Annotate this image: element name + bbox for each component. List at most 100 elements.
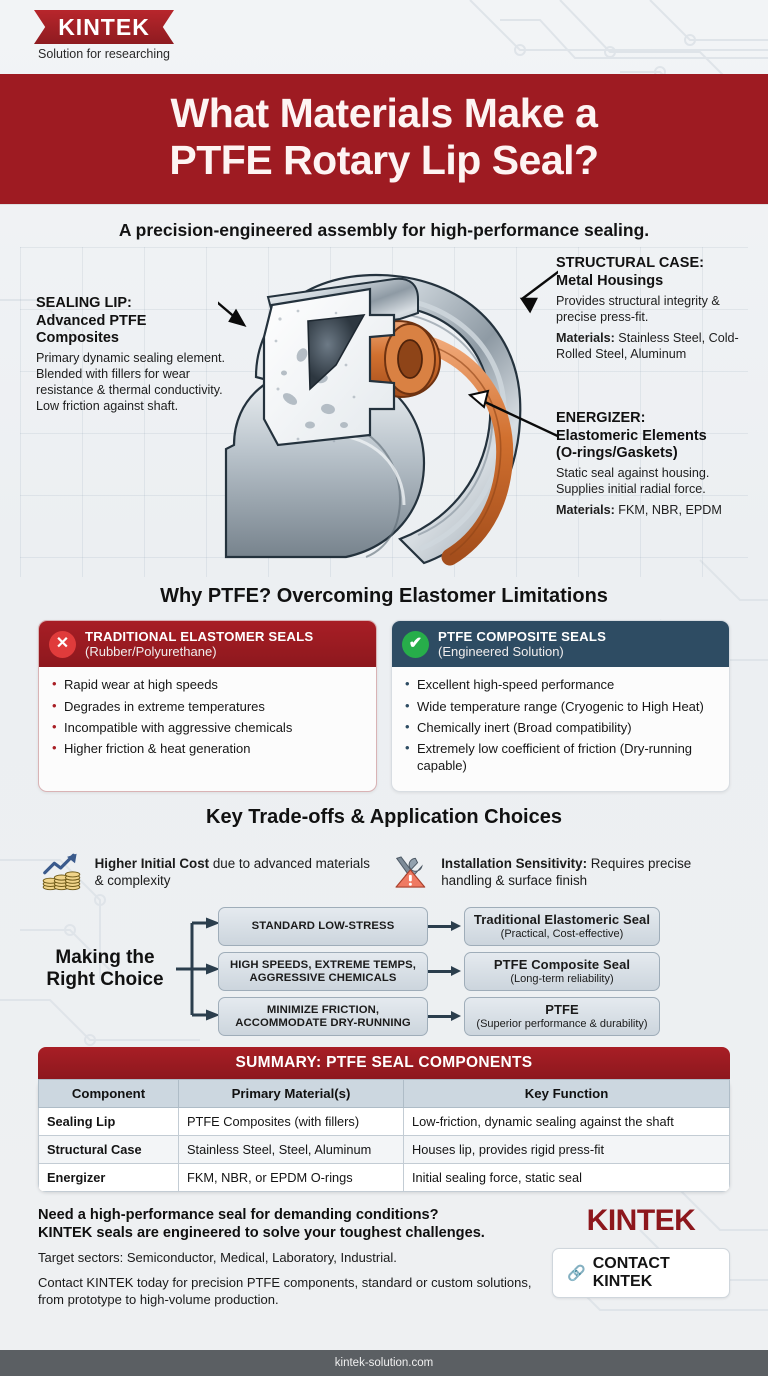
- flow-condition-line2: ACCOMMODATE DRY-RUNNING: [235, 1016, 411, 1029]
- callout-body: Provides structural integrity & precise …: [556, 294, 720, 325]
- cta-headline: Need a high-performance seal for demandi…: [38, 1206, 538, 1243]
- cell-material: PTFE Composites (with fillers): [178, 1106, 404, 1136]
- contact-button-label: CONTACT KINTEK: [592, 1254, 670, 1290]
- flow-result-title: PTFE: [545, 1001, 579, 1017]
- callout-body: Static seal against housing. Supplies in…: [556, 466, 710, 497]
- list-item: Higher friction & heat generation: [51, 739, 364, 757]
- flow-result-sub: (Long-term reliability): [510, 972, 614, 985]
- callout-title-line3: Composites: [36, 330, 119, 347]
- compare-heading: Why PTFE? Overcoming Elastomer Limitatio…: [160, 585, 608, 608]
- cta-target-sectors: Target sectors: Semiconductor, Medical, …: [38, 1250, 397, 1266]
- callout-title-line2: Metal Housings: [556, 272, 664, 289]
- header-bar: KINTEK Solution for researching: [0, 0, 768, 74]
- flow-result-box[interactable]: PTFE (Superior performance & durability): [464, 997, 660, 1037]
- flow-row: MINIMIZE FRICTION, ACCOMMODATE DRY-RUNNI…: [218, 997, 660, 1037]
- brand-logo[interactable]: KINTEK Solution for researching: [34, 10, 184, 61]
- arrow-right-icon: [428, 1010, 464, 1023]
- flow-condition-line1: MINIMIZE FRICTION,: [266, 1003, 380, 1016]
- page-subtitle: A precision-engineered assembly for high…: [118, 220, 650, 241]
- list-item: Degrades in extreme temperatures: [51, 697, 364, 715]
- tradeoffs-row: Higher Initial Cost due to advanced mate…: [0, 841, 768, 901]
- flow-condition-box[interactable]: MINIMIZE FRICTION, ACCOMMODATE DRY-RUNNI…: [218, 997, 428, 1037]
- card-header: ✔ PTFE COMPOSITE SEALS (Engineered Solut…: [392, 621, 729, 668]
- page-title: What Materials Make a PTFE Rotary Lip Se…: [0, 90, 768, 184]
- flow-condition-line2: AGGRESSIVE CHEMICALS: [249, 971, 397, 984]
- comparison-cards: ✕ TRADITIONAL ELASTOMER SEALS (Rubber/Po…: [0, 620, 768, 792]
- callout-energizer: ENERGIZER: Elastomeric Elements (O-rings…: [556, 410, 761, 519]
- flow-row: STANDARD LOW-STRESS Traditional Elastome…: [218, 907, 660, 947]
- card-traditional-elastomer-seals: ✕ TRADITIONAL ELASTOMER SEALS (Rubber/Po…: [38, 620, 377, 792]
- callout-title-line1: STRUCTURAL CASE:: [556, 255, 704, 272]
- cell-material: Stainless Steel, Steel, Aluminum: [178, 1134, 404, 1164]
- flow-condition-line1: STANDARD LOW-STRESS: [251, 920, 395, 933]
- title-line-1: What Materials Make a: [170, 90, 599, 136]
- list-item: Chemically inert (Broad compatibility): [404, 718, 717, 736]
- tradeoff-rest: Requires precise handling & surface fini…: [441, 855, 692, 888]
- cta-headline-line2: KINTEK seals are engineered to solve you…: [38, 1225, 485, 1242]
- footer-url: kintek-solution.com: [334, 1357, 434, 1369]
- list-item: Incompatible with aggressive chemicals: [51, 718, 364, 736]
- cta-brand-block: KINTEK 🔗 CONTACT KINTEK: [552, 1205, 730, 1309]
- callout-sealing-lip: SEALING LIP: Advanced PTFE Composites Pr…: [36, 295, 241, 415]
- callout-title-line1: SEALING LIP:: [36, 295, 132, 312]
- list-item: Excellent high-speed performance: [404, 675, 717, 693]
- arrow-right-icon: [428, 920, 464, 933]
- flow-label-line1: Making the: [55, 946, 155, 968]
- table-row: Energizer FKM, NBR, or EPDM O-rings Init…: [38, 1162, 730, 1192]
- callout-title-line2: Elastomeric Elements: [556, 427, 707, 444]
- logo-text: KINTEK: [58, 13, 150, 40]
- cross-icon: ✕: [49, 630, 76, 658]
- coins-growth-icon: [42, 853, 81, 890]
- flow-result-sub: (Practical, Cost-effective): [500, 927, 624, 940]
- summary-table-caption: SUMMARY: PTFE SEAL COMPONENTS: [38, 1046, 730, 1079]
- summary-table: SUMMARY: PTFE SEAL COMPONENTS Component …: [38, 1046, 730, 1192]
- cell-component: Energizer: [38, 1162, 179, 1192]
- tradeoff-rest: due to advanced materials & complexity: [94, 855, 370, 888]
- card-title: PTFE COMPOSITE SEALS: [438, 629, 607, 645]
- cell-material: FKM, NBR, or EPDM O-rings: [178, 1162, 404, 1192]
- flow-condition-box[interactable]: STANDARD LOW-STRESS: [218, 907, 428, 947]
- cell-function: Initial sealing force, static seal: [403, 1162, 730, 1192]
- logo-tagline: Solution for researching: [37, 47, 171, 61]
- tradeoff-installation: Installation Sensitivity: Requires preci…: [391, 847, 728, 897]
- card-bullet-list: Excellent high-speed performance Wide te…: [392, 667, 729, 790]
- cell-component: Structural Case: [38, 1134, 179, 1164]
- check-icon: ✔: [402, 630, 429, 658]
- callout-structural-case: STRUCTURAL CASE: Metal Housings Provides…: [556, 255, 761, 363]
- list-item: Wide temperature range (Cryogenic to Hig…: [404, 697, 717, 715]
- callout-title: SEALING LIP: Advanced PTFE Composites: [36, 295, 241, 347]
- list-item: Extremely low coefficient of friction (D…: [404, 739, 717, 775]
- contact-kintek-button[interactable]: 🔗 CONTACT KINTEK: [552, 1247, 730, 1298]
- rotary-lip-seal-cutaway-illustration: [218, 270, 558, 566]
- callout-materials: Materials: FKM, NBR, EPDM: [556, 503, 761, 519]
- card-title: TRADITIONAL ELASTOMER SEALS: [85, 629, 314, 645]
- tradeoff-text: Installation Sensitivity: Requires preci…: [441, 855, 728, 889]
- materials-label: Materials:: [556, 331, 615, 346]
- cta-text-block: Need a high-performance seal for demandi…: [38, 1206, 538, 1309]
- title-line-2: PTFE Rotary Lip Seal?: [169, 137, 599, 184]
- card-header: ✕ TRADITIONAL ELASTOMER SEALS (Rubber/Po…: [39, 621, 376, 668]
- flow-condition-line1: HIGH SPEEDS, EXTREME TEMPS,: [230, 958, 416, 971]
- flow-result-box[interactable]: PTFE Composite Seal (Long-term reliabili…: [464, 952, 660, 992]
- cell-component: Sealing Lip: [38, 1106, 179, 1136]
- flow-branch-connector: [176, 917, 220, 1021]
- table-row: Sealing Lip PTFE Composites (with filler…: [38, 1106, 730, 1136]
- wrench-warning-icon: [395, 856, 426, 888]
- summary-table-head: Component Primary Material(s) Key Functi…: [38, 1078, 730, 1108]
- cell-function: Houses lip, provides rigid press-fit: [403, 1134, 730, 1164]
- flow-result-box[interactable]: Traditional Elastomeric Seal (Practical,…: [464, 907, 660, 947]
- flow-result-sub: (Superior performance & durability): [476, 1017, 648, 1030]
- column-header-function: Key Function: [403, 1078, 730, 1108]
- flow-condition-box[interactable]: HIGH SPEEDS, EXTREME TEMPS, AGGRESSIVE C…: [218, 952, 428, 992]
- flow-root-label: Making the Right Choice: [40, 947, 170, 991]
- callout-title-line1: ENERGIZER:: [556, 410, 646, 427]
- tradeoff-bold: Higher Initial Cost: [94, 855, 210, 871]
- callout-title-line2: Advanced PTFE: [36, 312, 147, 329]
- flow-result-title: PTFE Composite Seal: [493, 956, 631, 972]
- list-item: Rapid wear at high speeds: [51, 675, 364, 693]
- arrow-right-icon: [428, 965, 464, 978]
- footer-logo: KINTEK: [587, 1205, 696, 1236]
- materials-value: FKM, NBR, EPDM: [614, 503, 722, 518]
- materials-label: Materials:: [556, 503, 615, 518]
